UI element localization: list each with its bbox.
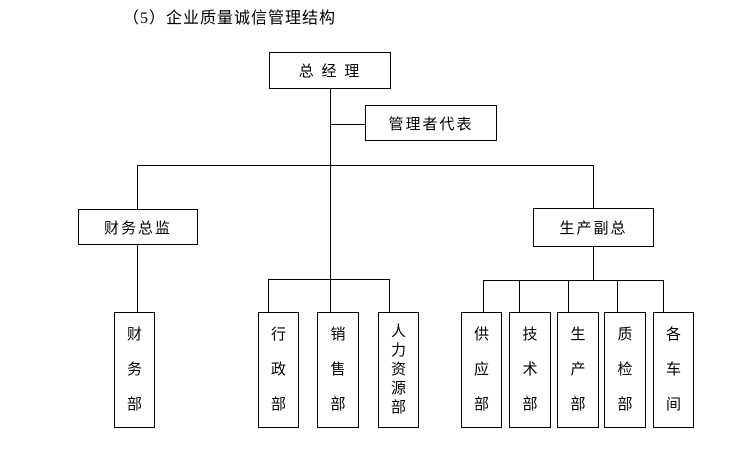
node-dept-finance: 财务部 [114,312,155,428]
node-dept-sales: 销售部 [317,312,359,428]
connector-drop-production [568,280,569,312]
node-dept-admin-label: 行政部 [270,326,286,413]
connector-drop-qc [617,280,618,312]
connector-middle-horizontal [268,279,390,280]
connector-gm-trunk-vertical [330,88,331,312]
node-dept-workshops: 各车间 [653,312,694,428]
connector-management-rep-horizontal [330,124,366,125]
node-dept-hr-label: 人力资源部 [390,323,406,416]
node-dept-supply-label: 供应部 [473,326,489,413]
connector-drop-hr [389,279,390,312]
node-finance-director: 财务总监 [78,209,198,245]
connector-finance-director-to-dept [137,245,138,312]
connector-drop-workshops [663,280,664,312]
node-general-manager-label: 总 经 理 [298,64,362,80]
connector-level1-horizontal [137,165,594,166]
diagram-title: （5）企业质量诚信管理结构 [123,10,337,27]
node-dept-production-label: 生产部 [570,326,586,413]
node-dept-qc-label: 质检部 [617,326,633,413]
connector-drop-admin [268,279,269,312]
node-production-vp: 生产副总 [533,208,654,247]
node-dept-tech-label: 技术部 [522,326,538,413]
node-dept-supply: 供应部 [461,312,502,428]
node-dept-tech: 技术部 [509,312,551,428]
node-dept-finance-label: 财务部 [126,326,142,413]
node-dept-hr: 人力资源部 [378,312,419,428]
node-production-vp-label: 生产副总 [559,221,628,237]
node-dept-admin: 行政部 [258,312,299,428]
node-dept-production: 生产部 [557,312,599,428]
node-management-representative: 管理者代表 [365,105,497,141]
node-dept-sales-label: 销售部 [330,326,346,413]
connector-production-vp-vertical [593,247,594,280]
connector-drop-finance-director [137,165,138,209]
node-general-manager: 总 经 理 [269,52,391,89]
node-finance-director-label: 财务总监 [103,220,172,237]
connector-drop-tech [519,280,520,312]
node-management-representative-label: 管理者代表 [388,116,474,133]
connector-drop-production-vp [593,165,594,208]
node-dept-qc: 质检部 [604,312,646,428]
connector-right-horizontal [483,280,664,281]
node-dept-workshops-label: 各车间 [665,326,681,413]
connector-drop-supply [483,280,484,312]
